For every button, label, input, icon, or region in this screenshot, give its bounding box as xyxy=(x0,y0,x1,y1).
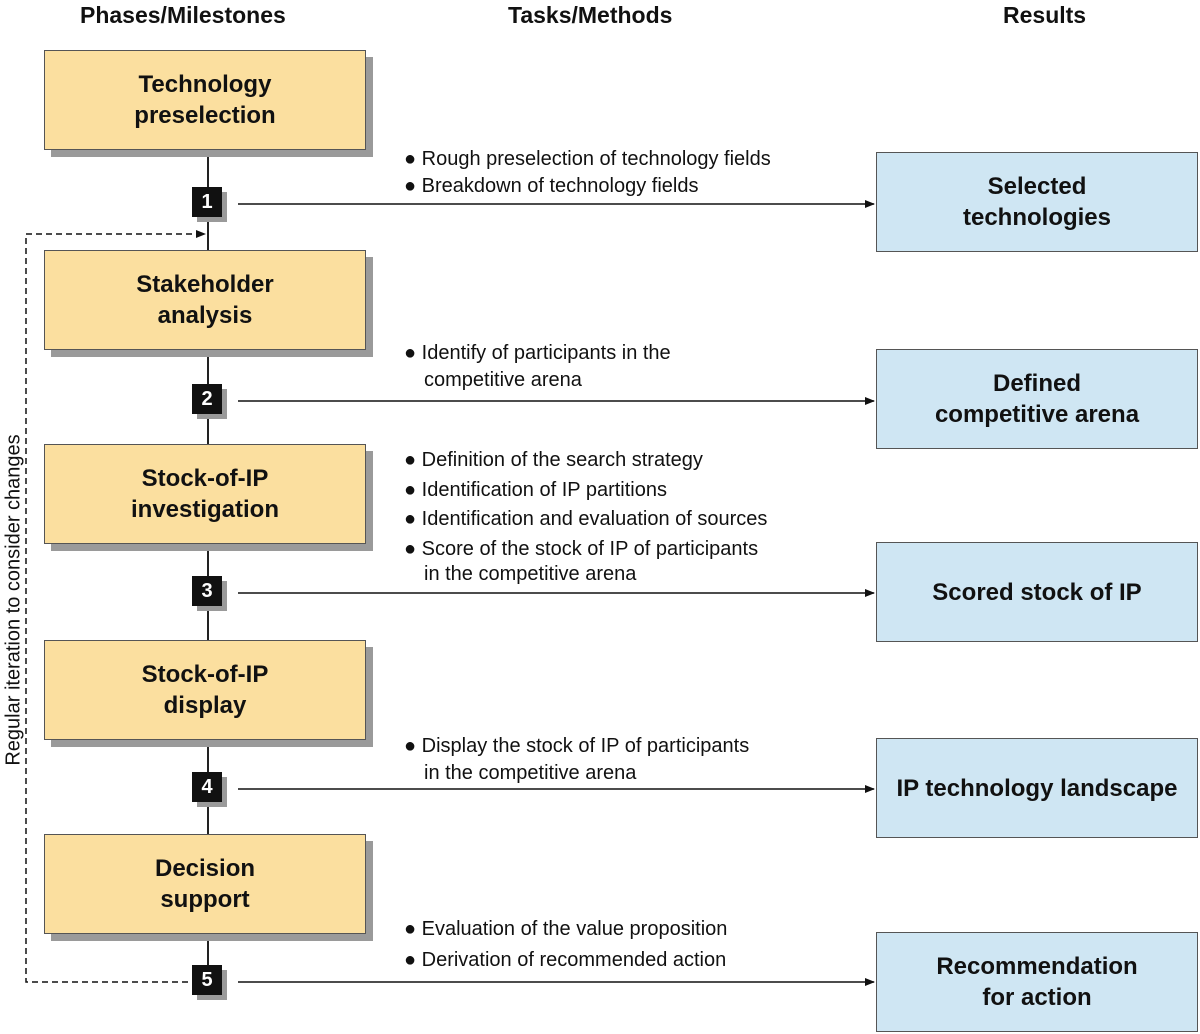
result-recommendation-for-action: Recommendation for action xyxy=(876,932,1198,1032)
milestone-1-badge: 1 xyxy=(192,187,222,217)
task-line: ● Display the stock of IP of participant… xyxy=(404,735,750,757)
phase-stakeholder-analysis: Stakeholder analysis xyxy=(44,250,366,350)
task-line: in the competitive arena xyxy=(424,762,637,784)
tasks-milestone-2: ● Identify of participants in the compet… xyxy=(404,340,671,394)
milestone-2-badge: 2 xyxy=(192,384,222,414)
task-line: ● Score of the stock of IP of participan… xyxy=(404,537,759,560)
tasks-milestone-5: ● Evaluation of the value proposition ● … xyxy=(404,914,727,976)
milestone-4-badge: 4 xyxy=(192,772,222,802)
task-line: competitive arena xyxy=(424,369,582,391)
task-line: ● Identify of participants in the xyxy=(404,342,671,364)
result-scored-stock-of-ip: Scored stock of IP xyxy=(876,542,1198,642)
result-selected-technologies: Selected technologies xyxy=(876,152,1198,252)
header-phases: Phases/Milestones xyxy=(80,2,286,28)
task-line: ● Breakdown of technology fields xyxy=(404,175,699,197)
tasks-milestone-3: ● Definition of the search strategy ● Id… xyxy=(404,446,767,590)
milestone-3-badge: 3 xyxy=(192,576,222,606)
iteration-loop-arrow xyxy=(25,230,206,983)
tasks-milestone-1: ● Rough preselection of technology field… xyxy=(404,146,771,200)
task-line: ● Definition of the search strategy xyxy=(404,449,703,471)
milestone-5-badge: 5 xyxy=(192,965,222,995)
connector-line-5 xyxy=(207,934,209,968)
task-line: ● Identification of IP partitions xyxy=(404,478,667,501)
task-line: ● Evaluation of the value proposition xyxy=(404,918,728,940)
result-defined-competitive-arena: Defined competitive arena xyxy=(876,349,1198,449)
task-line: ● Identification and evaluation of sourc… xyxy=(404,508,768,530)
header-tasks: Tasks/Methods xyxy=(508,2,673,28)
task-line: ● Rough preselection of technology field… xyxy=(404,148,771,170)
header-results: Results xyxy=(1003,2,1087,28)
phase-decision-support: Decision support xyxy=(44,834,366,934)
task-line: in the competitive arena xyxy=(424,563,637,585)
result-ip-technology-landscape: IP technology landscape xyxy=(876,738,1198,838)
tasks-milestone-4: ● Display the stock of IP of participant… xyxy=(404,733,749,787)
phase-stock-of-ip-investigation: Stock-of-IP investigation xyxy=(44,444,366,544)
phase-technology-preselection: Technology preselection xyxy=(44,50,366,150)
task-line: ● Derivation of recommended action xyxy=(404,949,727,971)
iteration-side-label: Regular iteration to consider changes xyxy=(2,434,25,766)
phase-stock-of-ip-display: Stock-of-IP display xyxy=(44,640,366,740)
